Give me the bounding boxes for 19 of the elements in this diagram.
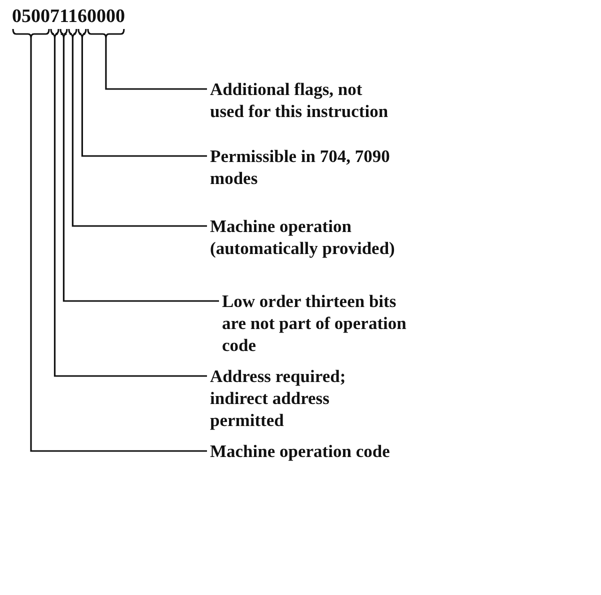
leader-line — [62, 38, 219, 302]
bracket — [87, 28, 125, 39]
field-description: Low order thirteen bits are not part of operation code — [222, 290, 407, 356]
instruction-code: 050071160000 — [12, 6, 125, 28]
leader-line — [72, 38, 207, 227]
field-description: Machine operation code — [210, 440, 395, 462]
leader-line — [30, 38, 207, 452]
bracket — [78, 28, 87, 39]
leader-line — [54, 38, 207, 377]
bracket — [12, 28, 50, 39]
bracket — [60, 28, 68, 39]
leader-line — [81, 38, 207, 157]
field-description: Additional flags, not used for this instruction — [210, 78, 395, 122]
field-description: Permissible in 704, 7090 modes — [210, 145, 395, 189]
bracket — [68, 28, 78, 39]
bracket — [50, 28, 60, 39]
field-description: Machine operation (automatically provided) — [210, 215, 395, 259]
leader-line — [105, 38, 207, 90]
field-description: Address required; indirect address permitted — [210, 365, 395, 431]
